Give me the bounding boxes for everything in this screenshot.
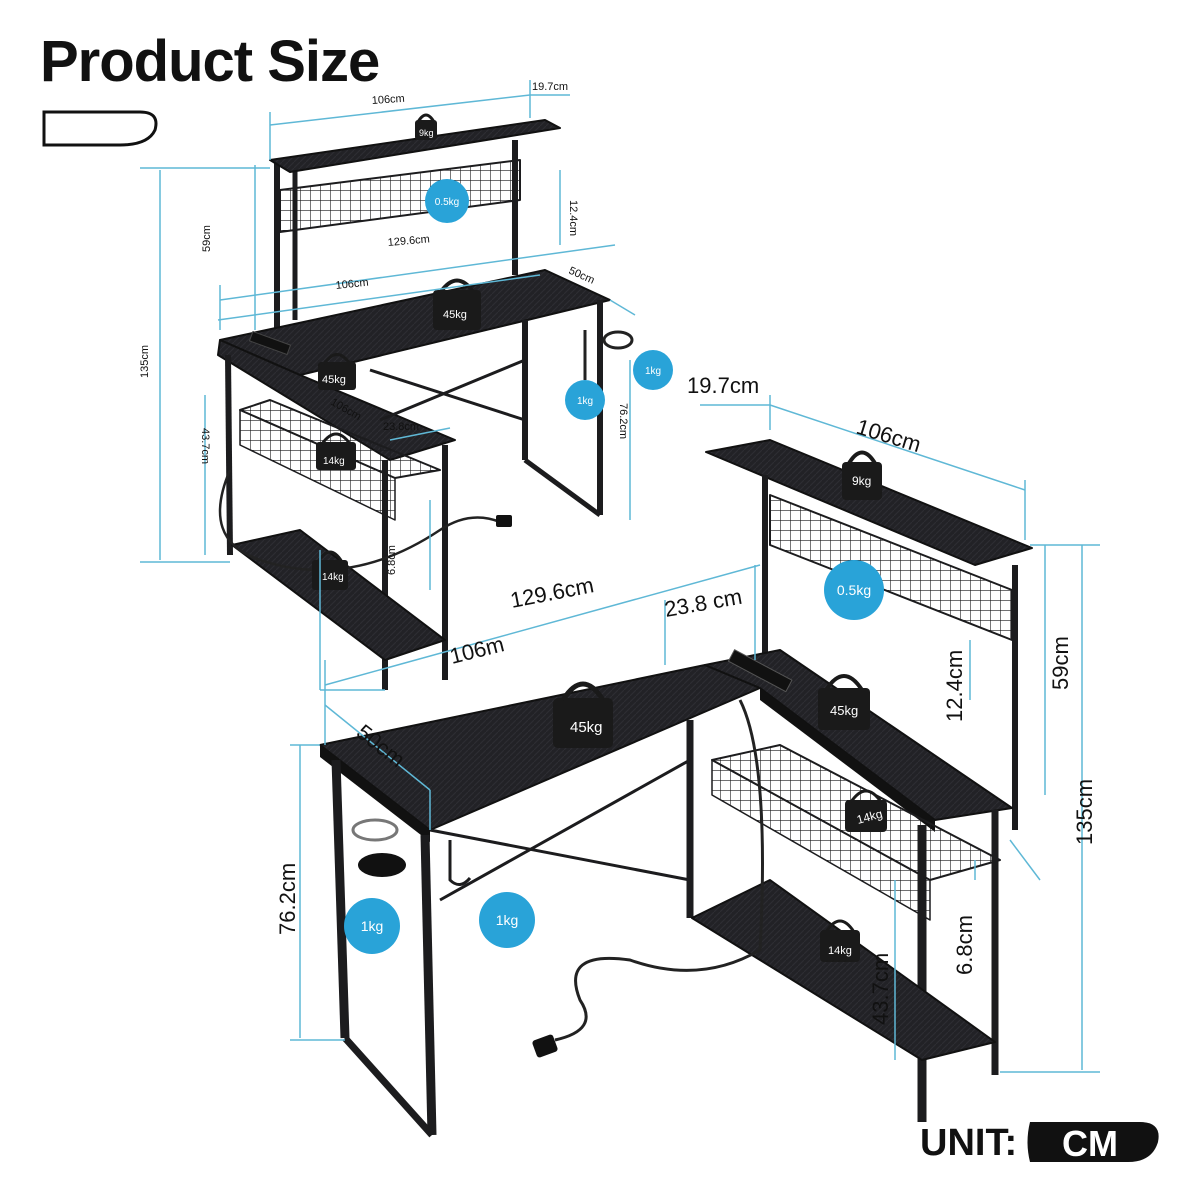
badge-top-hook-1 [565, 380, 605, 420]
bottom-side-weight-label: 45kg [830, 703, 858, 718]
top-side-depth-label: 23.8cm [383, 421, 419, 433]
desk-bottom-view [319, 439, 1033, 1138]
top-hook-weight-1-label: 1kg [577, 396, 593, 407]
top-hutch-width-label: 106cm [371, 93, 405, 107]
kettlebell-icon [312, 113, 481, 590]
top-basket-gap-label: 6.8cm [386, 545, 398, 575]
top-hutch-depth-label: 19.7cm [532, 81, 568, 93]
bottom-desk-weight-label: 45kg [570, 719, 603, 736]
badge-bottom-hook-1 [344, 898, 400, 954]
top-top-weight-label: 9kg [419, 128, 434, 138]
bottom-hook-weight-1-label: 1kg [361, 918, 384, 934]
bottom-hutch-height-label: 59cm [1048, 636, 1073, 690]
top-hutch-height-label: 59cm [201, 225, 213, 252]
top-hook-weight-2-label: 1kg [645, 366, 661, 377]
top-desk-height-label: 76.2cm [617, 403, 629, 439]
bottom-bottom-weight-label: 14kg [828, 945, 852, 957]
unit-label: UNIT: [920, 1122, 1018, 1164]
kettlebell-icon [553, 450, 887, 962]
dimension-lines [140, 80, 1100, 1073]
badge-top-pegboard [425, 179, 469, 223]
bottom-pegboard-weight-label: 0.5kg [837, 582, 871, 598]
badge-top-hook-2 [633, 350, 673, 390]
unit-pill-shape [1027, 1122, 1159, 1162]
top-bottom-weight-label: 14kg [322, 572, 344, 583]
bottom-total-length-label: 129.6cm [508, 572, 596, 613]
bottom-side-depth-label: 23.8 cm [663, 584, 744, 622]
badge-bottom-hook-2 [479, 892, 535, 948]
top-total-length-label: 129.6cm [387, 233, 430, 249]
bottom-hutch-width-label: 106cm [854, 414, 924, 457]
bottom-desk-width-label: 106m [447, 631, 506, 669]
bottom-shelf-height-label: 43.7cm [868, 953, 893, 1025]
weight-badges: 0.5kg 1kg 1kg 0.5kg 1kg 1kg [344, 179, 884, 954]
bottom-desk-height-label: 76.2cm [275, 863, 300, 935]
unit-indicator: UNIT: [920, 1118, 1170, 1168]
top-shelf-height-label: 43.7cm [199, 428, 211, 464]
bottom-basket-gap-label: 6.8cm [952, 915, 977, 975]
top-basket-weight-label: 14kg [323, 456, 345, 467]
top-desk-width-label: 106cm [335, 277, 369, 292]
top-view-labels: 106cm 19.7cm 9kg 12.4cm 59cm 129.6cm 106… [139, 81, 629, 583]
bottom-hutch-depth-label: 19.7cm [687, 373, 759, 398]
title-underline-shape [42, 110, 158, 147]
top-pegboard-height-label: 12.4cm [567, 200, 579, 236]
badge-bottom-pegboard [824, 560, 884, 620]
unit-value: CM [1062, 1123, 1118, 1164]
bottom-hook-weight-2-label: 1kg [496, 912, 519, 928]
top-pegboard-weight-label: 0.5kg [435, 197, 459, 208]
bottom-basket-weight-label: 14kg [855, 807, 884, 827]
top-desk-weight-label: 45kg [443, 309, 467, 321]
top-total-height-label: 135cm [139, 345, 151, 378]
page-title: Product Size [40, 29, 380, 94]
bottom-total-height-label: 135cm [1072, 779, 1097, 845]
bottom-pegboard-height-label: 12.4cm [942, 650, 967, 722]
bottom-top-weight-label: 9kg [852, 474, 871, 488]
desk-top-view [217, 113, 634, 690]
top-side-weight-label: 45kg [322, 374, 346, 386]
